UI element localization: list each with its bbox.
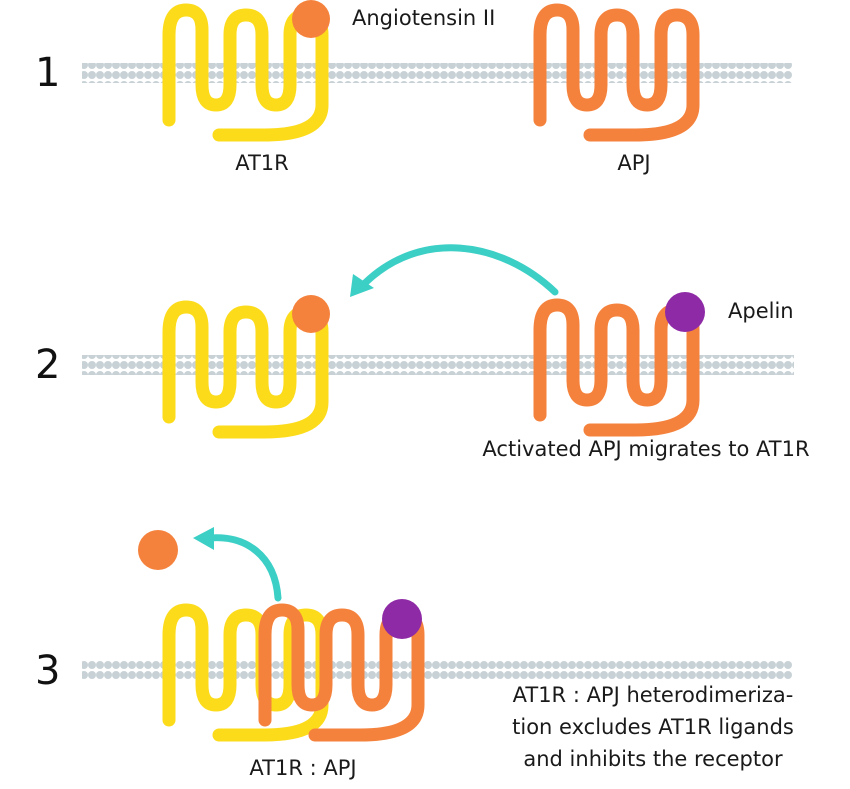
panel-3-caption-line-1: AT1R : APJ heterodimeriza- (513, 683, 794, 707)
cell-membrane (82, 661, 792, 681)
angiotensin-label: Angiotensin II (352, 6, 495, 30)
panel-number: 1 (35, 50, 60, 96)
apelin-ligand (382, 599, 422, 639)
migration-arrow (350, 244, 559, 297)
complex-label: AT1R : APJ (249, 756, 356, 780)
panel-number: 3 (35, 648, 60, 694)
panel-3: 3 AT1R : APJ AT1R : APJ heterodimeriza- … (35, 527, 794, 780)
panel-3-caption-line-3: and inhibits the receptor (523, 747, 783, 771)
angiotensin-ligand (138, 530, 178, 570)
panel-1: 1 Angiotensin II AT1R APJ (35, 0, 792, 175)
panel-number: 2 (35, 342, 60, 388)
cell-membrane (82, 63, 792, 83)
apelin-ligand (665, 292, 705, 332)
angiotensin-ligand (292, 0, 330, 38)
apelin-label: Apelin (728, 299, 794, 323)
at1r-label: AT1R (235, 151, 289, 175)
ligand-release-arrow (193, 527, 282, 602)
angiotensin-ligand (292, 295, 330, 333)
apj-label: APJ (617, 151, 650, 175)
panel-2-caption: Activated APJ migrates to AT1R (482, 437, 809, 461)
panel-3-caption-line-2: tion excludes AT1R ligands (512, 715, 794, 739)
panel-2: 2 Apelin Activated APJ migrates to AT1R (35, 244, 810, 461)
